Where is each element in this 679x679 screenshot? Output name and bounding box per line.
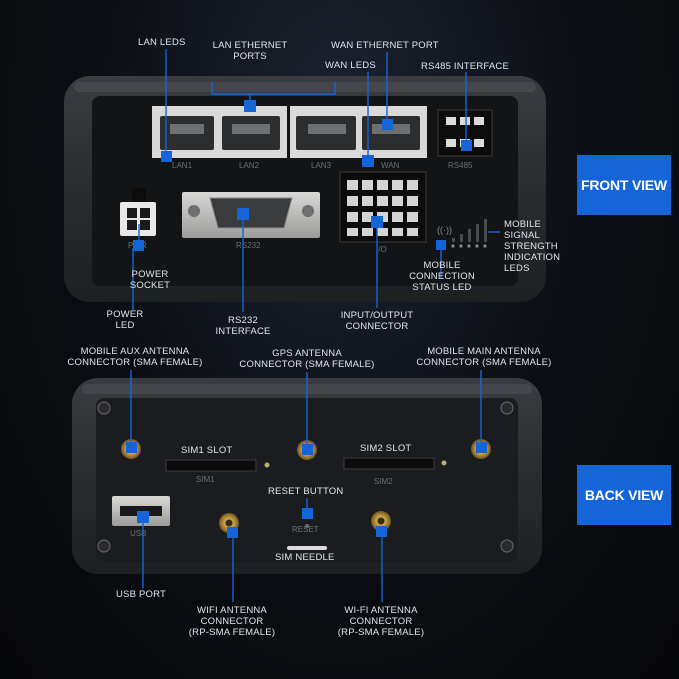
label-power-led: POWER LED [100, 309, 150, 331]
callout-markers [126, 100, 487, 538]
label-lan-ethernet-ports: LAN ETHERNET PORTS [205, 40, 295, 62]
silk-sim2: SIM2 [374, 477, 393, 486]
label-gps-antenna-1: GPS ANTENNA [272, 348, 342, 359]
label-power-led-1: POWER [106, 309, 144, 320]
label-sim-needle: SIM NEEDLE [275, 552, 335, 563]
label-lan-ethernet-ports-1: LAN ETHERNET [212, 40, 288, 51]
label-io-connector-1: INPUT/OUTPUT [340, 310, 414, 321]
label-rs232-interface-1: RS232 [227, 315, 259, 326]
label-wifi-antenna-left-2: CONNECTOR [200, 616, 264, 627]
label-sim1-slot: SIM1 SLOT [181, 445, 233, 456]
callout-lines [130, 49, 500, 602]
label-io-connector: INPUT/OUTPUT CONNECTOR [334, 310, 420, 332]
label-wan-leds: WAN LEDS [325, 60, 376, 71]
back-view-badge: BACK VIEW [577, 465, 671, 525]
silk-reset: RESET [292, 525, 319, 534]
label-usb-port: USB PORT [116, 589, 166, 600]
label-wifi-antenna-right-1: WI-FI ANTENNA [344, 605, 418, 616]
label-gps-antenna: GPS ANTENNA CONNECTOR (SMA FEMALE) [232, 348, 382, 370]
label-mobile-signal-strength-1: MOBILE [504, 219, 542, 230]
label-lan-ethernet-ports-2: PORTS [233, 51, 267, 62]
label-mobile-signal-strength-4: INDICATION [504, 252, 561, 263]
label-mobile-main-antenna-2: CONNECTOR (SMA FEMALE) [416, 357, 552, 368]
back-device [72, 378, 542, 574]
label-sim2-slot: SIM2 SLOT [360, 443, 412, 454]
label-wifi-antenna-left-3: (RP-SMA FEMALE) [188, 627, 276, 638]
label-power-led-2: LED [115, 320, 135, 331]
silk-io: I/O [376, 245, 387, 254]
label-reset-button: RESET BUTTON [268, 486, 344, 497]
label-mobile-main-antenna-1: MOBILE MAIN ANTENNA [427, 346, 541, 357]
label-mobile-aux-antenna: MOBILE AUX ANTENNA CONNECTOR (SMA FEMALE… [60, 346, 210, 368]
label-lan-leds: LAN LEDS [138, 37, 186, 48]
label-mobile-connection-status-3: STATUS LED [412, 282, 472, 293]
silk-lan2: LAN2 [239, 161, 260, 170]
label-wan-ethernet-port: WAN ETHERNET PORT [331, 40, 439, 51]
label-mobile-signal-strength: MOBILE SIGNAL STRENGTH INDICATION LEDS [504, 219, 560, 274]
label-mobile-connection-status-1: MOBILE [423, 260, 461, 271]
label-mobile-signal-strength-5: LEDS [504, 263, 530, 274]
silk-usb: USB [130, 529, 146, 538]
label-mobile-connection-status-2: CONNECTION [409, 271, 475, 282]
label-wifi-antenna-right: WI-FI ANTENNA CONNECTOR (RP-SMA FEMALE) [331, 605, 431, 638]
label-mobile-aux-antenna-2: CONNECTOR (SMA FEMALE) [67, 357, 203, 368]
silk-lan1: LAN1 [172, 161, 193, 170]
label-power-socket: POWER SOCKET [120, 269, 180, 291]
label-mobile-connection-status: MOBILE CONNECTION STATUS LED [400, 260, 484, 293]
front-device: ((·)) [64, 76, 546, 302]
svg-text:((·)): ((·)) [437, 225, 452, 235]
label-mobile-signal-strength-2: SIGNAL [504, 230, 541, 241]
label-rs232-interface: RS232 INTERFACE [208, 315, 278, 337]
label-mobile-signal-strength-3: STRENGTH [504, 241, 558, 252]
silk-rs485: RS485 [448, 161, 473, 170]
label-wifi-antenna-left: WIFI ANTENNA CONNECTOR (RP-SMA FEMALE) [182, 605, 282, 638]
label-wifi-antenna-left-1: WIFI ANTENNA [197, 605, 267, 616]
silk-sim1: SIM1 [196, 475, 215, 484]
label-wifi-antenna-right-3: (RP-SMA FEMALE) [337, 627, 425, 638]
silk-rs232: RS232 [236, 241, 261, 250]
label-gps-antenna-2: CONNECTOR (SMA FEMALE) [239, 359, 375, 370]
silk-wan: WAN [381, 161, 400, 170]
label-io-connector-2: CONNECTOR [345, 321, 409, 332]
label-power-socket-2: SOCKET [129, 280, 171, 291]
label-rs232-interface-2: INTERFACE [215, 326, 271, 337]
silk-lan3: LAN3 [311, 161, 332, 170]
label-wifi-antenna-right-2: CONNECTOR [349, 616, 413, 627]
front-view-badge: FRONT VIEW [577, 155, 671, 215]
label-mobile-main-antenna: MOBILE MAIN ANTENNA CONNECTOR (SMA FEMAL… [404, 346, 564, 368]
label-rs485-interface: RS485 INTERFACE [421, 61, 509, 72]
label-power-socket-1: POWER [131, 269, 169, 280]
label-mobile-aux-antenna-1: MOBILE AUX ANTENNA [80, 346, 190, 357]
